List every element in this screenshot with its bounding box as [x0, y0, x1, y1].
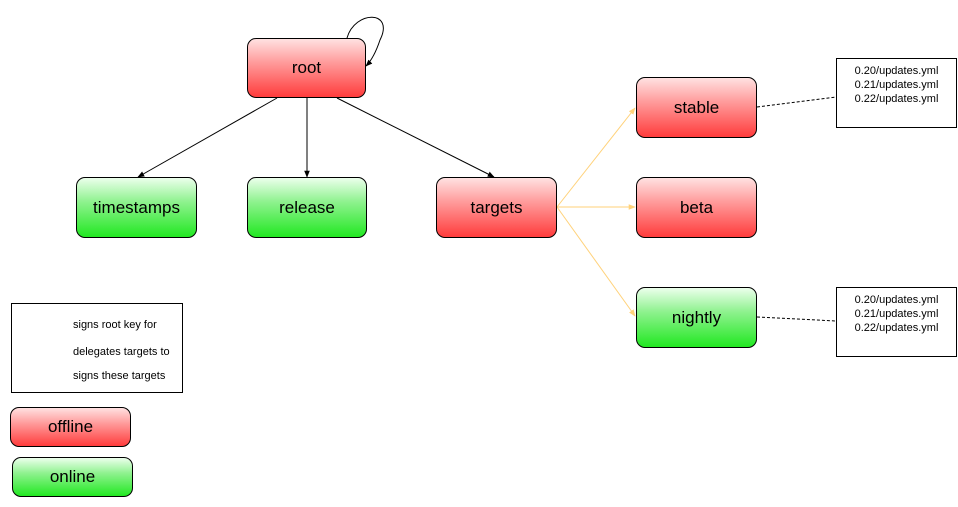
edge-nightly-files	[756, 316, 837, 322]
edge-root-self	[346, 16, 384, 67]
edge-root-timestamps	[137, 97, 278, 178]
key-online: online	[12, 457, 133, 497]
key-offline: offline	[10, 407, 131, 447]
node-targets-label: targets	[470, 197, 523, 217]
edge-root-targets	[336, 97, 495, 178]
node-release-label: release	[279, 197, 335, 217]
node-nightly: nightly	[636, 287, 757, 348]
edge-stable-files	[756, 96, 837, 108]
legend-box: signs root key for delegates targets to …	[11, 303, 183, 393]
edge-targets-nightly	[556, 206, 636, 317]
node-stable-label: stable	[673, 97, 720, 117]
edge-targets-stable	[556, 107, 636, 208]
key-online-label: online	[49, 467, 96, 486]
node-beta-label: beta	[679, 197, 714, 217]
nightly-file-list: 0.20/updates.yml 0.21/updates.yml 0.22/u…	[836, 287, 957, 357]
node-timestamps: timestamps	[76, 177, 197, 238]
legend-delegates: delegates targets to	[73, 346, 170, 358]
node-timestamps-label: timestamps	[93, 197, 180, 217]
nightly-file-item: 0.21/updates.yml	[854, 308, 939, 320]
node-release: release	[247, 177, 367, 238]
node-beta: beta	[636, 177, 757, 238]
node-targets: targets	[436, 177, 557, 238]
key-offline-label: offline	[47, 417, 94, 436]
stable-file-item: 0.22/updates.yml	[854, 93, 939, 105]
stable-file-item: 0.20/updates.yml	[854, 65, 939, 77]
nightly-file-item: 0.20/updates.yml	[854, 294, 939, 306]
legend-signs-targets: signs these targets	[73, 370, 166, 382]
stable-file-list: 0.20/updates.yml 0.21/updates.yml 0.22/u…	[836, 58, 957, 128]
node-stable: stable	[636, 77, 757, 138]
node-nightly-label: nightly	[671, 307, 722, 327]
legend-signs-root: signs root key for	[73, 319, 157, 331]
node-root-label: root	[291, 58, 322, 77]
stable-file-item: 0.21/updates.yml	[854, 79, 939, 91]
node-root: root	[247, 38, 366, 98]
nightly-file-item: 0.22/updates.yml	[854, 322, 939, 334]
